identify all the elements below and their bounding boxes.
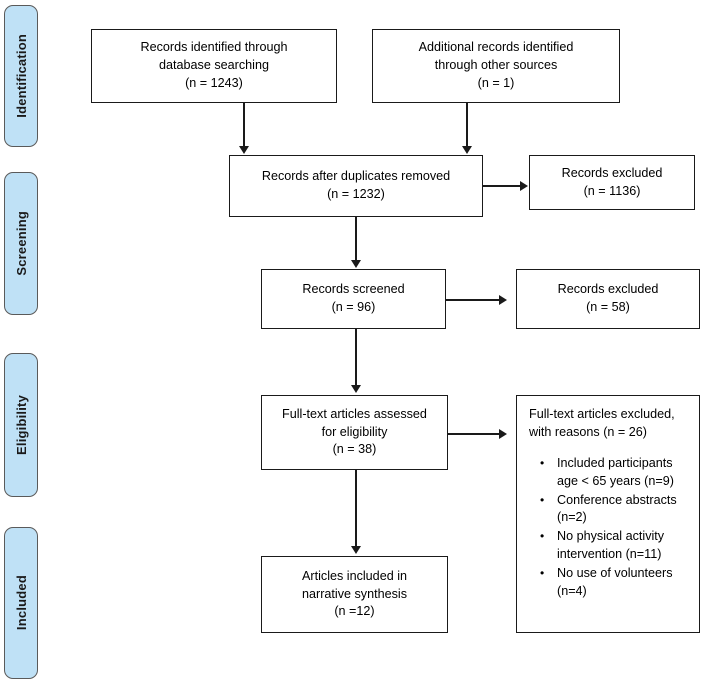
box-records-screened: Records screened (n = 96) xyxy=(261,269,446,329)
stage-identification-label: Identification xyxy=(13,34,29,118)
arrowhead-database-to-duplicates xyxy=(239,146,249,154)
box-articles-included-line2: narrative synthesis xyxy=(302,586,407,601)
arrowhead-screened-to-fulltext xyxy=(351,385,361,393)
box-duplicates-removed-line1: Records after duplicates removed xyxy=(261,169,451,184)
box-fulltext-assessed-count: (n = 38) xyxy=(332,442,377,457)
box-records-excluded-duplicates: Records excluded (n = 1136) xyxy=(529,155,695,210)
arrowhead-duplicates-to-screened xyxy=(351,260,361,268)
box-records-excluded-screening-count: (n = 58) xyxy=(586,300,630,314)
bullet-icon: • xyxy=(540,566,545,580)
arrowhead-fulltext-to-excluded xyxy=(499,429,507,439)
connector-other-to-duplicates xyxy=(466,103,468,147)
box-articles-included-line1: Articles included in xyxy=(302,568,407,583)
box-other-records-line2: through other sources xyxy=(434,58,558,73)
box-records-screened-line1: Records screened xyxy=(302,282,405,297)
stage-eligibility: Eligibility xyxy=(4,353,38,497)
connector-fulltext-to-included xyxy=(355,470,357,547)
box-duplicates-removed: Records after duplicates removed (n = 12… xyxy=(229,155,483,217)
bullet-icon: • xyxy=(540,455,545,470)
connector-duplicates-to-screened xyxy=(355,217,357,261)
connector-fulltext-to-excluded xyxy=(448,433,500,435)
box-fulltext-excluded-line2: with reasons (n = 26) xyxy=(529,424,647,439)
connector-duplicates-to-excluded xyxy=(483,185,521,187)
box-fulltext-assessed: Full-text articles assessed for eligibil… xyxy=(261,395,448,470)
stage-identification: Identification xyxy=(4,5,38,147)
stage-included: Included xyxy=(4,527,38,679)
bullet-icon: • xyxy=(540,492,545,507)
exclusion-reason-text: Included participants age < 65 years (n=… xyxy=(557,455,674,488)
exclusion-reasons-list: • Included participants age < 65 years (… xyxy=(529,455,691,602)
box-records-excluded-screening-line1: Records excluded xyxy=(557,282,659,297)
list-item: • Included participants age < 65 years (… xyxy=(540,455,691,491)
box-database-records-count: (n = 1243) xyxy=(185,75,243,90)
box-duplicates-removed-count: (n = 1232) xyxy=(327,187,385,201)
connector-database-to-duplicates xyxy=(243,103,245,147)
box-articles-included: Articles included in narrative synthesis… xyxy=(261,556,448,633)
stage-included-label: Included xyxy=(13,575,29,631)
arrowhead-other-to-duplicates xyxy=(462,146,472,154)
arrowhead-duplicates-to-excluded xyxy=(520,181,528,191)
list-item: • Conference abstracts (n=2) xyxy=(540,492,691,528)
exclusion-reason-text: No physical activity intervention (n=11) xyxy=(557,529,665,562)
box-fulltext-excluded-line1: Full-text articles excluded, xyxy=(529,407,675,421)
box-fulltext-excluded-header: Full-text articles excluded, with reason… xyxy=(529,406,675,442)
box-fulltext-assessed-line1: Full-text articles assessed xyxy=(282,406,427,421)
box-other-records-count: (n = 1) xyxy=(477,75,515,90)
stage-eligibility-label: Eligibility xyxy=(13,395,29,455)
list-item: • No physical activity intervention (n=1… xyxy=(540,528,691,564)
box-records-excluded-duplicates-line1: Records excluded xyxy=(561,165,663,180)
connector-screened-to-excluded xyxy=(446,299,500,301)
exclusion-reason-text: Conference abstracts (n=2) xyxy=(557,492,677,525)
box-records-excluded-duplicates-count: (n = 1136) xyxy=(583,183,641,198)
box-articles-included-count: (n =12) xyxy=(334,604,375,619)
arrowhead-fulltext-to-included xyxy=(351,546,361,554)
stage-screening-label: Screening xyxy=(13,211,29,276)
box-database-records: Records identified through database sear… xyxy=(91,29,337,103)
bullet-icon: • xyxy=(540,529,545,544)
arrowhead-screened-to-excluded xyxy=(499,295,507,305)
box-database-records-line2: database searching xyxy=(159,58,269,73)
box-records-screened-count: (n = 96) xyxy=(331,300,376,314)
box-other-records-line1: Additional records identified xyxy=(418,40,574,55)
list-item: • No use of volunteers (n=4) xyxy=(540,565,691,601)
box-database-records-line1: Records identified through xyxy=(140,40,288,55)
box-fulltext-assessed-line2: for eligibility xyxy=(321,424,388,439)
stage-screening: Screening xyxy=(4,172,38,315)
box-other-records: Additional records identified through ot… xyxy=(372,29,620,103)
box-records-excluded-screening: Records excluded (n = 58) xyxy=(516,269,700,329)
box-fulltext-excluded: Full-text articles excluded, with reason… xyxy=(516,395,700,633)
exclusion-reason-text: No use of volunteers (n=4) xyxy=(557,566,673,598)
connector-screened-to-fulltext xyxy=(355,329,357,386)
